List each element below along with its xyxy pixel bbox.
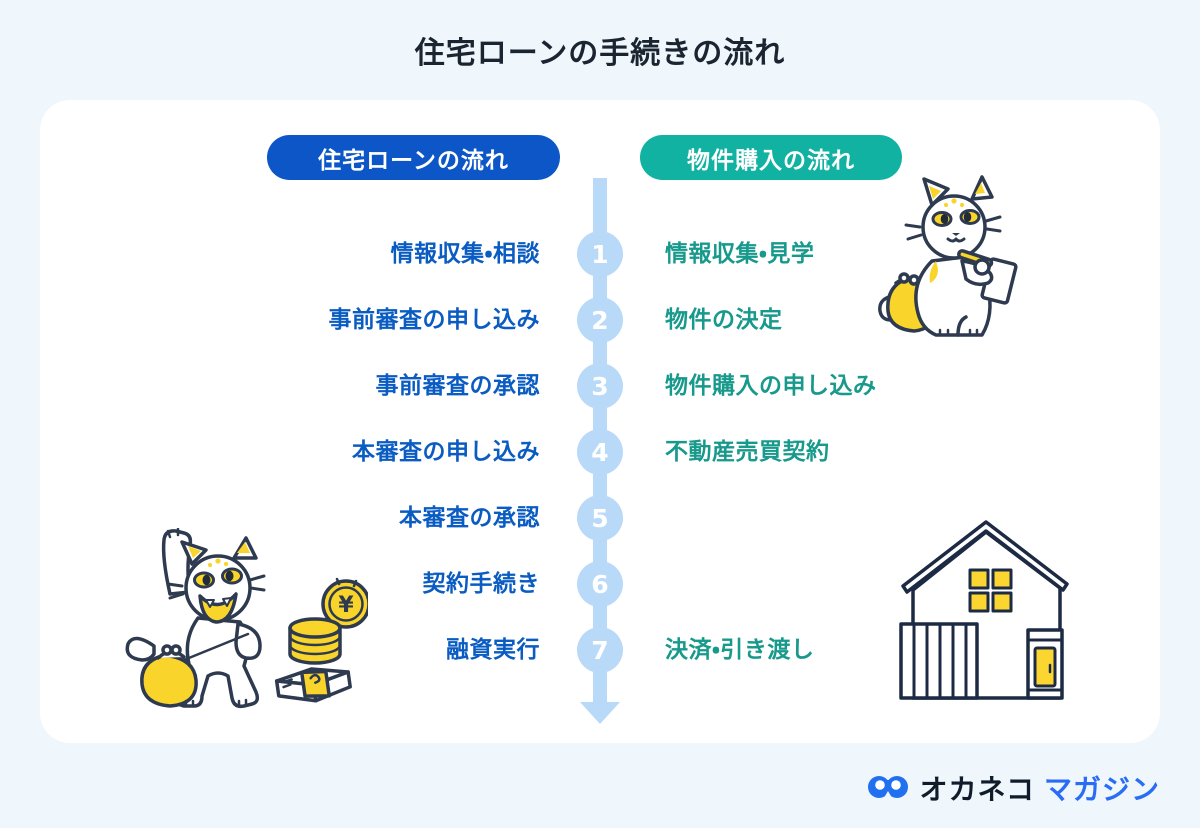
brand-name: オカネコ bbox=[919, 773, 1035, 806]
step-number-badge: 2 bbox=[577, 297, 623, 343]
loan-step-label: 本審査の申し込み bbox=[352, 439, 540, 465]
loan-step-label: 融資実行 bbox=[446, 637, 540, 663]
svg-text:¥: ¥ bbox=[338, 593, 354, 618]
purchase-flow-header: 物件購入の流れ bbox=[640, 135, 902, 180]
step-number-badge: 1 bbox=[577, 231, 623, 277]
brand-suffix: マガジン bbox=[1043, 773, 1160, 806]
loan-flow-header: 住宅ローンの流れ bbox=[267, 135, 560, 180]
page-title: 住宅ローンの手続きの流れ bbox=[414, 36, 786, 71]
down-arrow-icon bbox=[580, 702, 620, 724]
step-number-badge: 4 bbox=[577, 429, 623, 475]
step-number-badge: 6 bbox=[577, 561, 623, 607]
loan-step-label: 本審査の承認 bbox=[399, 505, 540, 531]
content-card: 住宅ローンの流れ 物件購入の流れ 情報収集・相談 1 情報収集・見学事前審査の申し込… bbox=[40, 100, 1160, 743]
cat-celebrating-with-money-illustration: ¥ bbox=[125, 528, 368, 709]
purchase-step-label: 物件購入の申し込み bbox=[665, 373, 877, 399]
loan-step-label: 事前審査の承認 bbox=[375, 373, 540, 399]
loan-step-label: 情報収集・相談 bbox=[390, 241, 540, 267]
loan-step-label: 契約手続き bbox=[422, 571, 540, 597]
house-illustration bbox=[899, 520, 1069, 700]
step-number-badge: 7 bbox=[577, 627, 623, 673]
purchase-step-label: 決済・引き渡し bbox=[665, 637, 815, 663]
cat-writing-notes-illustration bbox=[878, 175, 1018, 337]
purchase-step-label: 不動産売買契約 bbox=[665, 439, 830, 465]
step-number-badge: 5 bbox=[577, 495, 623, 541]
purchase-step-label: 物件の決定 bbox=[665, 307, 783, 333]
purchase-step-label: 情報収集・見学 bbox=[665, 241, 815, 267]
brand-logo: オカネコマガジン bbox=[865, 768, 1160, 808]
okaneko-cat-icon bbox=[867, 776, 908, 800]
loan-step-label: 事前審査の申し込み bbox=[328, 307, 540, 333]
step-number-badge: 3 bbox=[577, 363, 623, 409]
